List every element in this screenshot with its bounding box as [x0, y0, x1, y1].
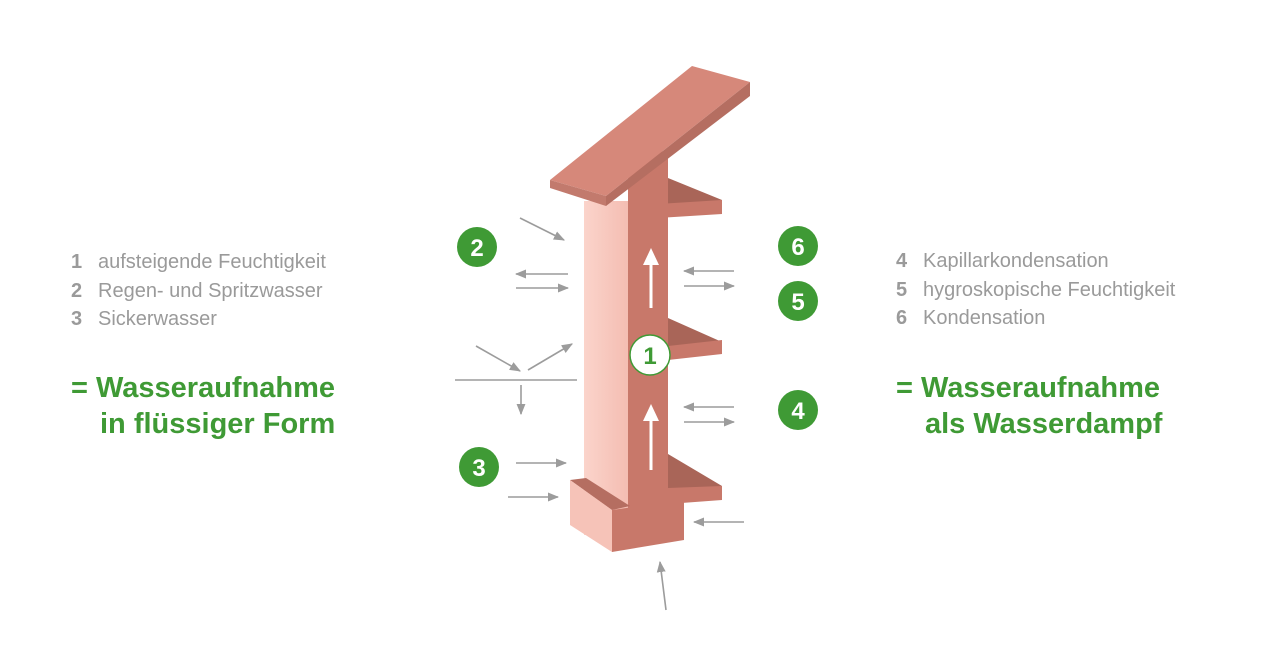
arrow-rain-diagonal — [519, 217, 566, 241]
roof-top — [550, 66, 750, 196]
legend-number: 5 — [896, 278, 908, 301]
summary-line-2: als Wasserdampf — [925, 408, 1163, 440]
rising-arrow-upper-head — [643, 248, 659, 265]
arrow-splash-reflect — [527, 343, 573, 371]
legend-item-1: 1 aufsteigende Feuchtigkeit — [71, 248, 326, 277]
marker-5-label: 5 — [791, 289, 804, 316]
marker-6-label: 6 — [791, 234, 804, 261]
marker-2: 2 — [457, 227, 497, 267]
legend-number: 4 — [896, 250, 908, 272]
foundation-side — [612, 500, 684, 552]
arrow-splash-incoming — [475, 345, 521, 372]
arrow-ground-up — [656, 560, 667, 611]
marker-1-label: 1 — [643, 343, 656, 370]
rising-arrow-lower-head — [643, 404, 659, 421]
floor-slab-upper-top — [658, 200, 722, 218]
legend-text: hygroskopische Feuchtigkeit — [923, 278, 1176, 301]
roof-edge — [606, 82, 750, 206]
legend-item-3: 3 Sickerwasser — [71, 305, 326, 334]
legend-text: Kondensation — [923, 307, 1046, 329]
legend-text: aufsteigende Feuchtigkeit — [98, 251, 326, 273]
summary-line-2: in flüssiger Form — [100, 408, 336, 440]
foundation-top — [570, 478, 630, 510]
wall — [550, 66, 750, 552]
floor-slab-lower — [668, 454, 722, 490]
summary-liquid: = Wasseraufnahme in flüssiger Form — [71, 370, 335, 442]
legend-number: 3 — [71, 308, 83, 330]
legend-item-2: 2 Regen- und Spritzwasser — [71, 277, 326, 306]
moisture-arrows — [455, 217, 744, 611]
wall-front-face — [584, 201, 628, 535]
marker-6: 6 — [778, 226, 818, 266]
rising-damp-arrows — [643, 248, 659, 470]
legend-item-6: 6 Kondensation — [896, 304, 1175, 333]
marker-1: 1 — [629, 334, 671, 376]
legend-text: Regen- und Spritzwasser — [98, 279, 323, 302]
marker-4: 4 — [778, 390, 818, 430]
floor-slab-middle-top — [668, 340, 722, 360]
legend-number: 2 — [71, 279, 83, 302]
legend-number: 1 — [71, 251, 83, 273]
legend-vapor: 4 Kapillarkondensation 5 hygroskopische Fe… — [896, 247, 1175, 333]
floor-slab-lower-top — [668, 486, 722, 504]
foundation-front — [570, 480, 612, 552]
marker-3-label: 3 — [472, 455, 485, 482]
floor-slab-upper — [668, 178, 722, 208]
floor-slab-middle — [668, 318, 722, 348]
summary-vapor: = Wasseraufnahme als Wasserdampf — [896, 370, 1162, 442]
legend-item-5: 5 hygroskopische Feuchtigkeit — [896, 276, 1175, 305]
summary-line-1: = Wasseraufnahme — [71, 372, 336, 404]
legend-liquid: 1 aufsteigende Feuchtigkeit 2 Regen- und S… — [71, 248, 326, 334]
marker-5: 5 — [778, 281, 818, 321]
legend-item-4: 4 Kapillarkondensation — [896, 247, 1175, 276]
legend-text: Sickerwasser — [98, 308, 217, 330]
legend-number: 6 — [896, 307, 908, 329]
marker-4-label: 4 — [791, 398, 805, 425]
roof-front-edge — [550, 180, 606, 206]
summary-line-1: = Wasseraufnahme — [896, 372, 1161, 404]
marker-2-label: 2 — [470, 235, 483, 262]
legend-text: Kapillarkondensation — [923, 250, 1109, 272]
marker-3: 3 — [459, 447, 499, 487]
